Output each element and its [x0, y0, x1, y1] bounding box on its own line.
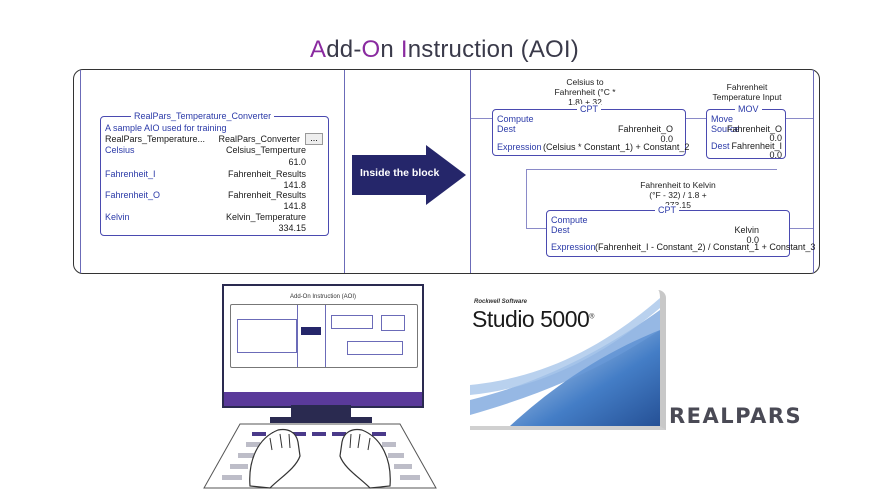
arrow-label: Inside the block: [360, 167, 440, 179]
mov-move-label: Move: [711, 114, 734, 124]
cpt1-comment: Celsius to Fahrenheit (°C * 1.8) + 32: [540, 77, 630, 107]
comment-line: Temperature Input: [712, 92, 782, 102]
cpt2-dest-value: 0.0: [746, 235, 759, 245]
cpt2-dest-tag[interactable]: Kelvin: [734, 225, 759, 235]
inside-block-arrow-icon: [352, 145, 466, 205]
cpt1-expression[interactable]: (Celsius * Constant_1) + Constant_2: [543, 142, 690, 152]
mini-arrow-icon: [301, 327, 321, 335]
blue-swoosh-icon: [470, 298, 660, 426]
comment-line: Fahrenheit to Kelvin: [640, 180, 716, 190]
studio-vendor: Rockwell Software: [474, 299, 528, 305]
cpt2-tag: CPT: [655, 205, 679, 216]
param-value: 61.0: [288, 157, 306, 167]
cpt1-dest-label: Dest: [497, 124, 516, 134]
cpt1-dest-tag[interactable]: Fahrenheit_O: [617, 124, 673, 134]
cpt1-block[interactable]: CPT Compute Dest Fahrenheit_O 0.0 Expres…: [492, 104, 690, 156]
param-label-celsius: Celsius: [105, 145, 135, 155]
mini-aoi-block: [237, 319, 297, 353]
title-part: n: [380, 36, 401, 63]
keyboard-hands-icon: [203, 423, 437, 489]
param-tag[interactable]: Celsius_Temperture: [225, 145, 306, 155]
monitor-base: [270, 417, 372, 423]
studio-trademark: ®: [589, 313, 594, 321]
cpt2-block[interactable]: CPT Compute Dest Kelvin 0.0 Expression (…: [546, 205, 815, 257]
aoi-block[interactable]: RealPars_Temperature_Converter A sample …: [100, 111, 329, 236]
cpt2-dest-label: Dest: [551, 225, 570, 235]
cpt2-expression[interactable]: (Fahrenheit_I - Constant_2) / Constant_1…: [595, 242, 816, 252]
mov-dest-value: 0.0: [769, 150, 782, 160]
comment-line: 1.8) + 32: [568, 97, 602, 107]
comment-line: Fahrenheit (°C *: [554, 87, 616, 97]
monitor-screen: Add-On Instruction (AOI): [222, 284, 424, 408]
realpars-logo: REALPARS: [669, 404, 803, 428]
mini-cpt-block: [331, 315, 373, 329]
title-part: nstruction (AOI): [407, 36, 579, 63]
mov-tag: MOV: [735, 104, 762, 115]
comment-line: (°F - 32) / 1.8 +: [649, 190, 707, 200]
param-tag[interactable]: Kelvin_Temperature: [225, 212, 306, 222]
branch-wire: [526, 228, 546, 229]
aoi-block-name: RealPars_Temperature_Converter: [131, 111, 275, 122]
aoi-instance-value[interactable]: RealPars_Converter: [218, 134, 300, 144]
studio-5000-card: Rockwell Software Studio 5000®: [470, 290, 666, 430]
aoi-description: A sample AIO used for training: [105, 123, 227, 133]
mini-divider: [297, 305, 298, 367]
mov-source-label: Source: [711, 124, 740, 134]
mov-source-tag[interactable]: Fahrenheit_O: [726, 124, 782, 134]
param-value: 334.15: [278, 223, 306, 233]
rung-rail-left: [80, 70, 81, 273]
monitor-title: Add-On Instruction (AOI): [289, 294, 357, 300]
param-tag[interactable]: Fahrenheit_Results: [227, 190, 306, 200]
mov-comment: Fahrenheit Temperature Input: [707, 82, 787, 102]
param-value: 141.8: [283, 201, 306, 211]
title-part: dd-: [326, 36, 362, 63]
mov-block[interactable]: MOV Move Source Fahrenheit_O 0.0 Dest Fa…: [706, 104, 786, 160]
param-label-kelvin: Kelvin: [105, 212, 130, 222]
cpt2-expression-label: Expression: [551, 242, 596, 252]
rung-wire: [785, 118, 813, 119]
param-value: 141.8: [283, 180, 306, 190]
cpt1-tag: CPT: [577, 104, 601, 115]
title-accent-a: A: [310, 36, 327, 63]
rung-wire: [685, 118, 706, 119]
browse-button[interactable]: ...: [305, 133, 323, 145]
param-label-fahrenheit-o: Fahrenheit_O: [105, 190, 161, 200]
panel-divider: [344, 70, 345, 273]
cpt1-compute-label: Compute: [497, 114, 534, 124]
mini-cpt-block: [347, 341, 403, 355]
branch-wire: [526, 169, 527, 229]
mov-source-value: 0.0: [769, 133, 782, 143]
monitor-bezel: [224, 392, 422, 406]
page-title: Add-On Instruction (AOI): [0, 36, 889, 64]
cpt2-compute-label: Compute: [551, 215, 588, 225]
branch-wire: [788, 228, 813, 229]
rung-wire: [471, 118, 493, 119]
mini-divider: [325, 305, 326, 367]
cpt1-expression-label: Expression: [497, 142, 542, 152]
monitor-stand: [291, 405, 351, 419]
mov-dest-label: Dest: [711, 141, 730, 151]
studio-product: Studio 5000®: [472, 306, 594, 333]
cpt1-dest-value: 0.0: [660, 134, 673, 144]
monitor-mini-panel: [230, 304, 418, 368]
param-tag[interactable]: Fahrenheit_Results: [227, 169, 306, 179]
param-label-fahrenheit-i: Fahrenheit_I: [105, 169, 156, 179]
mov-dest-tag[interactable]: Fahrenheit_I: [731, 141, 782, 151]
studio-product-name: Studio 5000: [472, 306, 590, 332]
title-accent-o: O: [361, 36, 381, 63]
rung-rail-left: [470, 70, 471, 273]
diagram-panel: RealPars_Temperature_Converter A sample …: [73, 69, 820, 274]
comment-line: Celsius to: [566, 77, 604, 87]
title-accent-i: I: [400, 36, 408, 63]
comment-line: Fahrenheit: [726, 82, 768, 92]
aoi-instance-label: RealPars_Temperature...: [105, 134, 206, 144]
rung-rail-right: [813, 70, 814, 273]
branch-wire: [526, 169, 777, 170]
mini-mov-block: [381, 315, 405, 331]
